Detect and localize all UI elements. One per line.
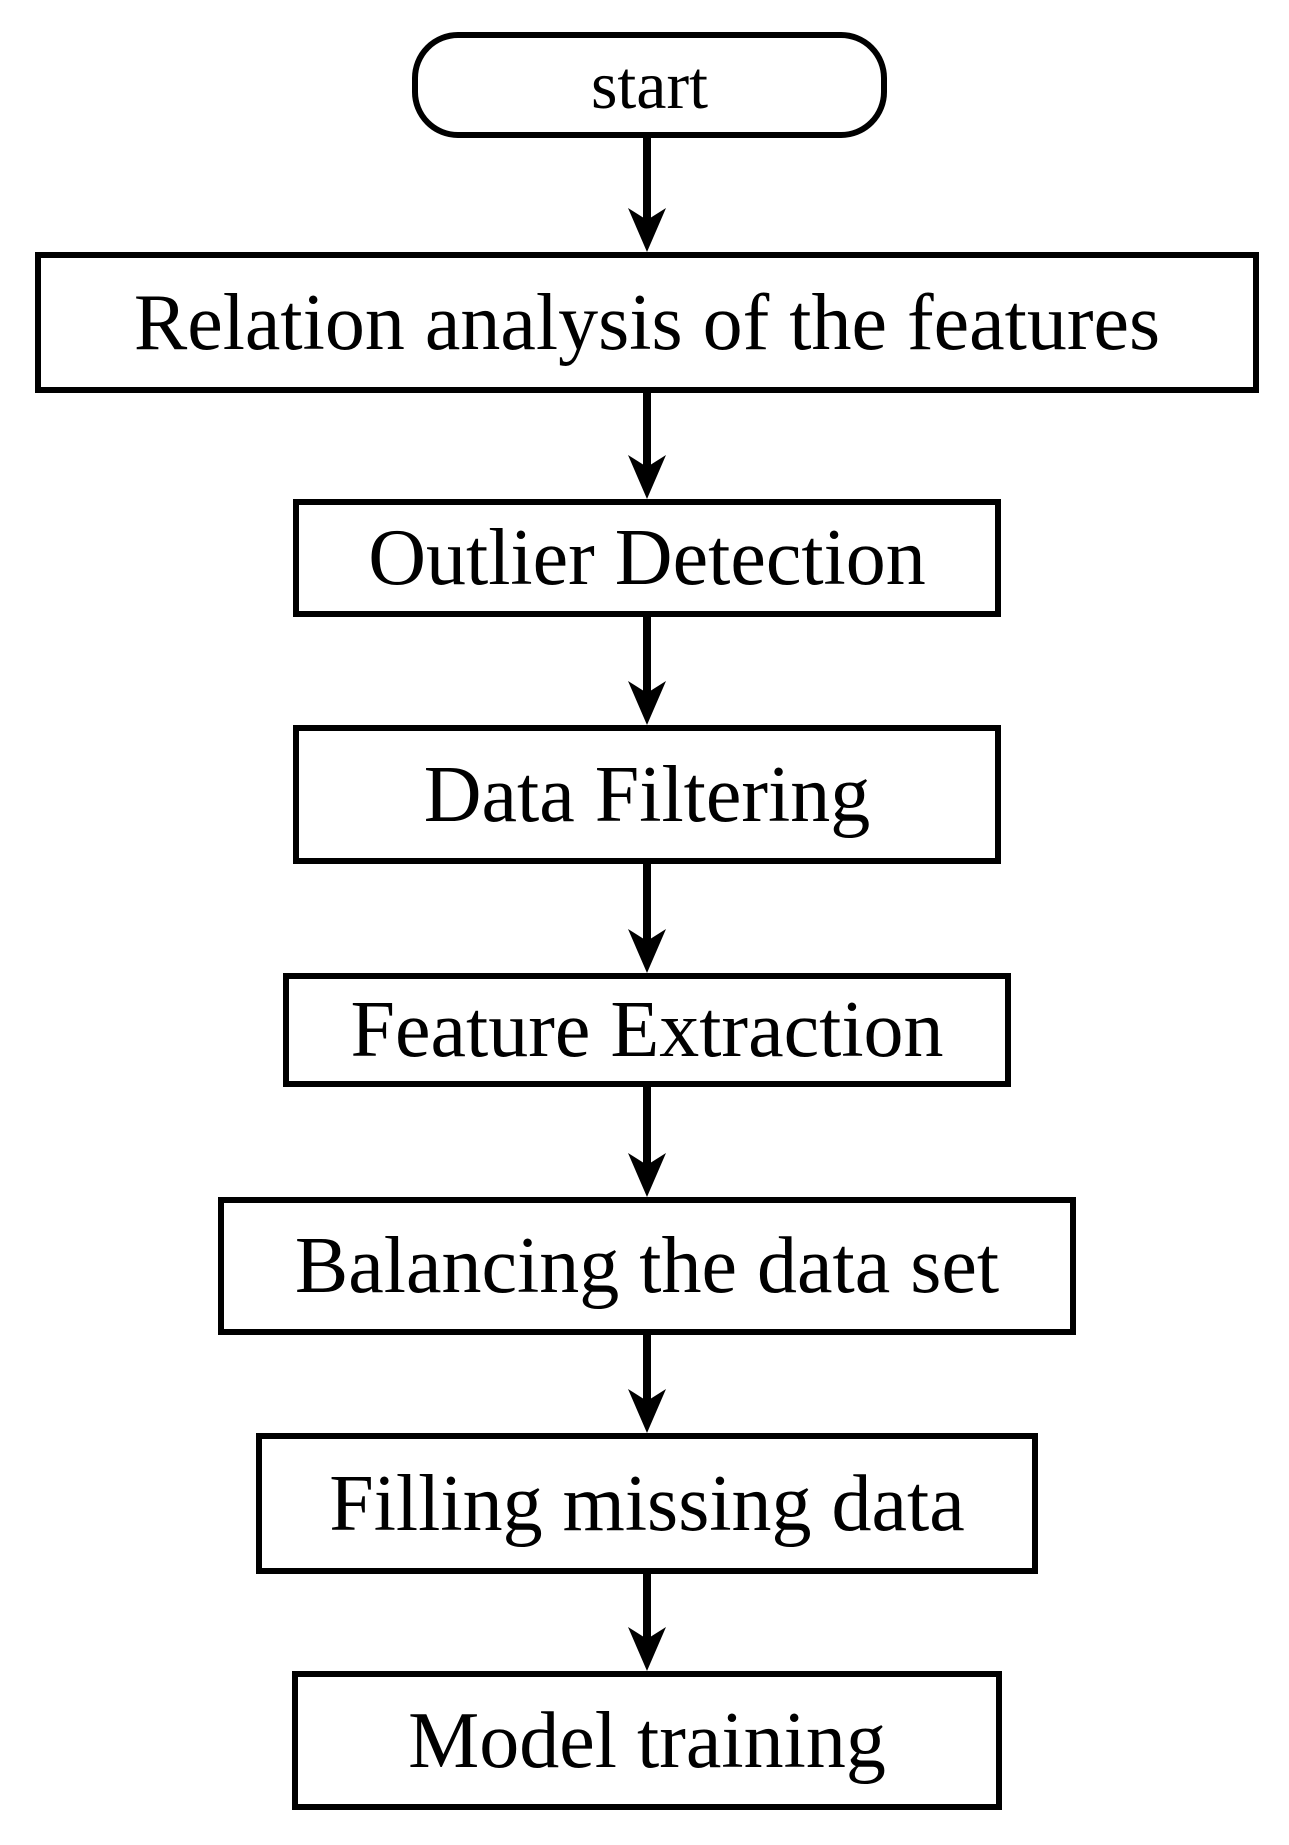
flow-node-start: start [412,32,887,138]
flow-node-feature-extraction: Feature Extraction [283,973,1011,1087]
flow-node-relation-analysis: Relation analysis of the features [35,252,1259,393]
flow-node-filling-missing-data-label: Filling missing data [329,1459,965,1548]
flow-node-balancing-data-set-label: Balancing the data set [294,1222,1000,1310]
arrow-balancing-data-set-to-filling-missing-data [628,1335,666,1433]
flow-node-outlier-detection: Outlier Detection [293,499,1001,617]
flow-node-data-filtering-label: Data Filtering [423,750,871,839]
flow-node-outlier-detection-label: Outlier Detection [368,514,926,602]
arrow-start-to-relation-analysis [628,138,666,252]
arrow-outlier-detection-to-data-filtering [628,617,666,725]
arrowhead [628,1627,666,1671]
flow-node-feature-extraction-label: Feature Extraction [350,986,944,1074]
arrow-filling-missing-data-to-model-training [628,1574,666,1671]
flow-node-balancing-data-set: Balancing the data set [218,1197,1076,1335]
flow-node-model-training-label: Model training [408,1696,886,1785]
arrow-feature-extraction-to-balancing-data-set [628,1087,666,1197]
arrowhead [628,208,666,252]
flow-node-data-filtering: Data Filtering [293,725,1001,864]
arrowhead [628,1389,666,1433]
flow-node-relation-analysis-label: Relation analysis of the features [133,278,1161,367]
arrow-data-filtering-to-feature-extraction [628,864,666,973]
arrowhead [628,681,666,725]
arrowhead [628,929,666,973]
arrowhead [628,455,666,499]
flow-node-model-training: Model training [292,1671,1002,1810]
flow-node-filling-missing-data: Filling missing data [256,1433,1038,1574]
flow-node-start-label: start [590,47,709,123]
arrowhead [628,1153,666,1197]
arrow-relation-analysis-to-outlier-detection [628,393,666,499]
